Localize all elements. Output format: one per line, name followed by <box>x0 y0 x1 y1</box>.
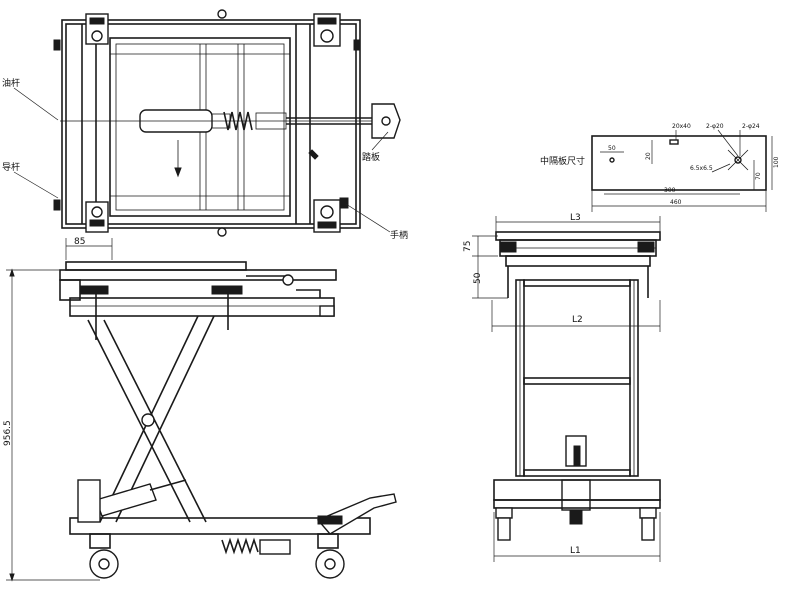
label-oil-rod: 油杆 <box>2 77 20 89</box>
dim-plate-460: 460 <box>670 199 682 206</box>
top-caster-tl <box>85 13 109 45</box>
dim-l2: L2 <box>572 315 583 325</box>
top-view <box>53 9 401 237</box>
dim-plate-hole2: 2-φ24 <box>742 123 760 130</box>
dim-plate-20: 20 <box>645 152 652 160</box>
front-view-dims: L3 L2 L1 75 50 <box>463 213 661 562</box>
dim-l1: L1 <box>570 546 581 556</box>
label-pedal: 踏板 <box>362 151 380 163</box>
top-view-labels: 油杆 导杆 踏板 手柄 <box>2 77 408 241</box>
dim-50: 50 <box>473 272 483 284</box>
front-wheel-right <box>639 507 657 541</box>
dim-l3: L3 <box>570 213 581 223</box>
top-caster-tr <box>313 13 341 47</box>
dim-plate-slot2: 6.5x6.5 <box>690 165 713 172</box>
dim-plate-70: 70 <box>755 172 762 180</box>
label-handle: 手柄 <box>390 229 408 241</box>
side-wheel-left <box>89 533 119 579</box>
dim-plate-slot: 20x40 <box>672 123 691 130</box>
dim-plate-300: 300 <box>664 187 676 194</box>
side-wheel-right <box>315 533 345 579</box>
top-caster-br <box>313 199 341 233</box>
dim-plate-100: 100 <box>773 156 780 168</box>
label-guide-rod: 导杆 <box>2 161 20 173</box>
dim-plate-50: 50 <box>608 145 616 152</box>
dim-956-5: 956.5 <box>3 420 13 446</box>
dim-75: 75 <box>463 241 473 252</box>
dim-plate-hole1: 2-φ20 <box>706 123 724 130</box>
side-view <box>59 261 397 579</box>
front-view <box>493 231 661 541</box>
top-caster-bl <box>85 201 109 233</box>
side-view-dims: 85 956.5 <box>3 237 113 582</box>
front-wheel-left <box>495 507 513 541</box>
plate-detail: 中隔板尺寸 50 20 20x40 2-φ20 2-φ24 6.5x6.5 70… <box>540 123 780 212</box>
dim-85: 85 <box>74 237 85 247</box>
label-mid-plate-size: 中隔板尺寸 <box>540 155 585 167</box>
